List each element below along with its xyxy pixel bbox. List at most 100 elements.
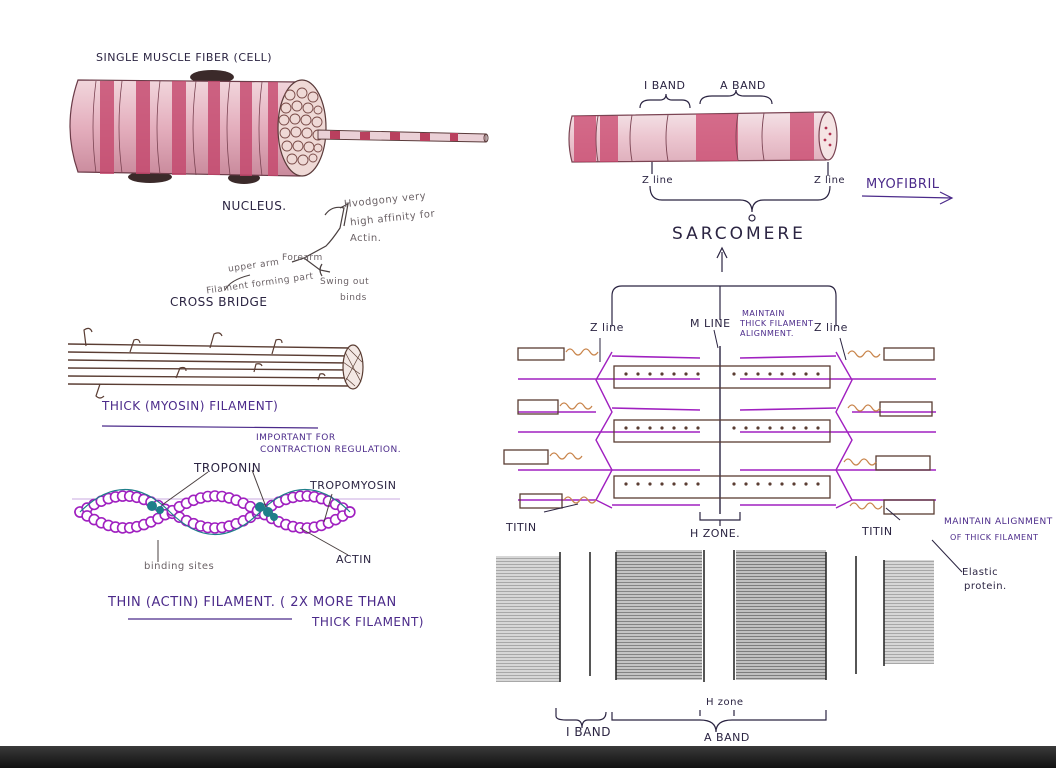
myosin-head-dot — [744, 372, 748, 376]
titin-left-label: TITIN — [506, 521, 537, 534]
contraction-regulation-label: CONTRACTION REGULATION. — [260, 445, 402, 455]
myosin-head-dot — [804, 426, 808, 430]
myosin-head-dot — [624, 372, 628, 376]
important-for-label: IMPORTANT FOR — [256, 433, 336, 443]
myosin-head-dot — [792, 426, 796, 430]
sarcomere-detail-bracket — [611, 285, 837, 326]
cross-bridge-label: CROSS BRIDGE — [170, 295, 268, 309]
myosin-head-dot — [672, 372, 676, 376]
of-thick-filament-label: OF THICK FILAMENT — [950, 533, 1039, 542]
h-zone-bracket — [699, 512, 741, 526]
binds-note: binds — [340, 293, 367, 303]
thin-filaments — [518, 355, 936, 506]
fiber-cross-section — [277, 79, 327, 177]
binding-sites-label: binding sites — [144, 561, 215, 572]
myosin-head-dot — [660, 426, 664, 430]
thick-filament-underline — [101, 425, 319, 429]
myosin-head-dots — [624, 372, 820, 486]
myosin-heads — [83, 327, 326, 399]
myosin-note-3: Actin. — [350, 233, 382, 244]
myosin-head-dot — [816, 372, 820, 376]
bottom-brackets — [555, 708, 827, 733]
myofibril-label: MYOFIBRIL — [866, 177, 940, 192]
band-brackets-top — [639, 89, 773, 109]
troponin-label: TROPONIN — [194, 461, 262, 475]
thin-filament-drawing — [72, 469, 400, 562]
thick-filament-drawing — [67, 327, 364, 399]
thick-filaments — [503, 347, 935, 515]
elastic-label: Elastic — [962, 567, 999, 578]
swing-out-note: Swing out — [320, 277, 370, 287]
a-band-bottom-label: A BAND — [704, 731, 750, 744]
myosin-head-dot — [792, 372, 796, 376]
protein-label: protein. — [964, 581, 1007, 592]
fiber-segment-lines — [92, 80, 263, 177]
myosin-head-dot — [744, 426, 748, 430]
myosin-head-dot — [660, 482, 664, 486]
myofibril-drawing — [568, 111, 838, 163]
extracted-myofibril-bands — [330, 131, 458, 141]
myosin-head-dot — [624, 482, 628, 486]
myosin-head-dot — [696, 372, 700, 376]
z-line-right — [835, 351, 853, 509]
myosin-head-dot — [672, 482, 676, 486]
sarcomere-bracket — [649, 162, 831, 272]
extracted-myofibril — [317, 129, 487, 143]
myosin-head-dot — [732, 372, 736, 376]
single-muscle-fiber-label: SINGLE MUSCLE FIBER (CELL) — [96, 51, 273, 64]
m-line-note-3: ALIGNMENT. — [740, 329, 794, 338]
myosin-head-dot — [696, 426, 700, 430]
myosin-head-dot — [648, 372, 652, 376]
m-line-label: M LINE — [690, 317, 731, 330]
titin-springs — [549, 348, 883, 510]
myosin-head-dot — [756, 482, 760, 486]
myosin-head-dot — [648, 426, 652, 430]
myosin-head-dot — [636, 426, 640, 430]
pointer-lines — [157, 469, 349, 562]
myosin-head-dot — [780, 482, 784, 486]
sarcomere-label: SARCOMERE — [672, 224, 806, 244]
thin-filament-label-line1: THIN (ACTIN) FILAMENT. ( 2X MORE THAN — [108, 595, 397, 610]
myosin-head-dot — [804, 372, 808, 376]
myosin-head-dot — [660, 372, 664, 376]
myosin-head-dot — [816, 482, 820, 486]
a-band-top-label: A BAND — [720, 79, 766, 92]
z-line-left — [595, 351, 613, 509]
myosin-head-dot — [732, 482, 736, 486]
myosin-head-dot — [672, 426, 676, 430]
maintain-alignment-label: MAINTAIN ALIGNMENT — [944, 517, 1053, 527]
myofibril-underline — [861, 195, 953, 199]
muscle-fiber-drawing — [69, 70, 489, 184]
i-band-bottom-label: I BAND — [566, 725, 612, 739]
nucleus-label: NUCLEUS. — [222, 199, 287, 213]
nucleus-blob — [190, 70, 234, 84]
sarcomere-detail — [503, 329, 963, 573]
myosin-head-dot — [696, 482, 700, 486]
thick-filament-label: THICK (MYOSIN) FILAMENT) — [102, 399, 279, 413]
myosin-head-dot — [768, 426, 772, 430]
scan-bottom-edge — [0, 746, 1056, 768]
titin-right-label: TITIN — [862, 525, 893, 538]
myosin-head-dot — [756, 372, 760, 376]
myosin-head-dot — [816, 426, 820, 430]
myosin-head-dot — [624, 426, 628, 430]
myosin-head-dot — [792, 482, 796, 486]
h-zone-label: H ZONE. — [690, 527, 741, 540]
myosin-head-dot — [780, 372, 784, 376]
myosin-head-dot — [684, 482, 688, 486]
troponin-complex — [147, 501, 278, 521]
m-line-note-2: THICK FILAMENT — [740, 319, 814, 328]
myosin-head-dot — [684, 426, 688, 430]
myosin-head-dot — [756, 426, 760, 430]
tropomyosin-strand — [79, 489, 351, 535]
myosin-head-dot — [804, 482, 808, 486]
myosin-head-dot — [732, 426, 736, 430]
actin-beads — [74, 490, 356, 534]
actin-label: ACTIN — [336, 553, 372, 566]
i-band-top-label: I BAND — [644, 79, 686, 92]
forearm-note: Forearm — [282, 253, 323, 263]
tropomyosin-label: TROPOMYOSIN — [310, 479, 397, 492]
h-zone-bottom-label: H zone — [706, 697, 744, 708]
myosin-head-dot — [780, 426, 784, 430]
